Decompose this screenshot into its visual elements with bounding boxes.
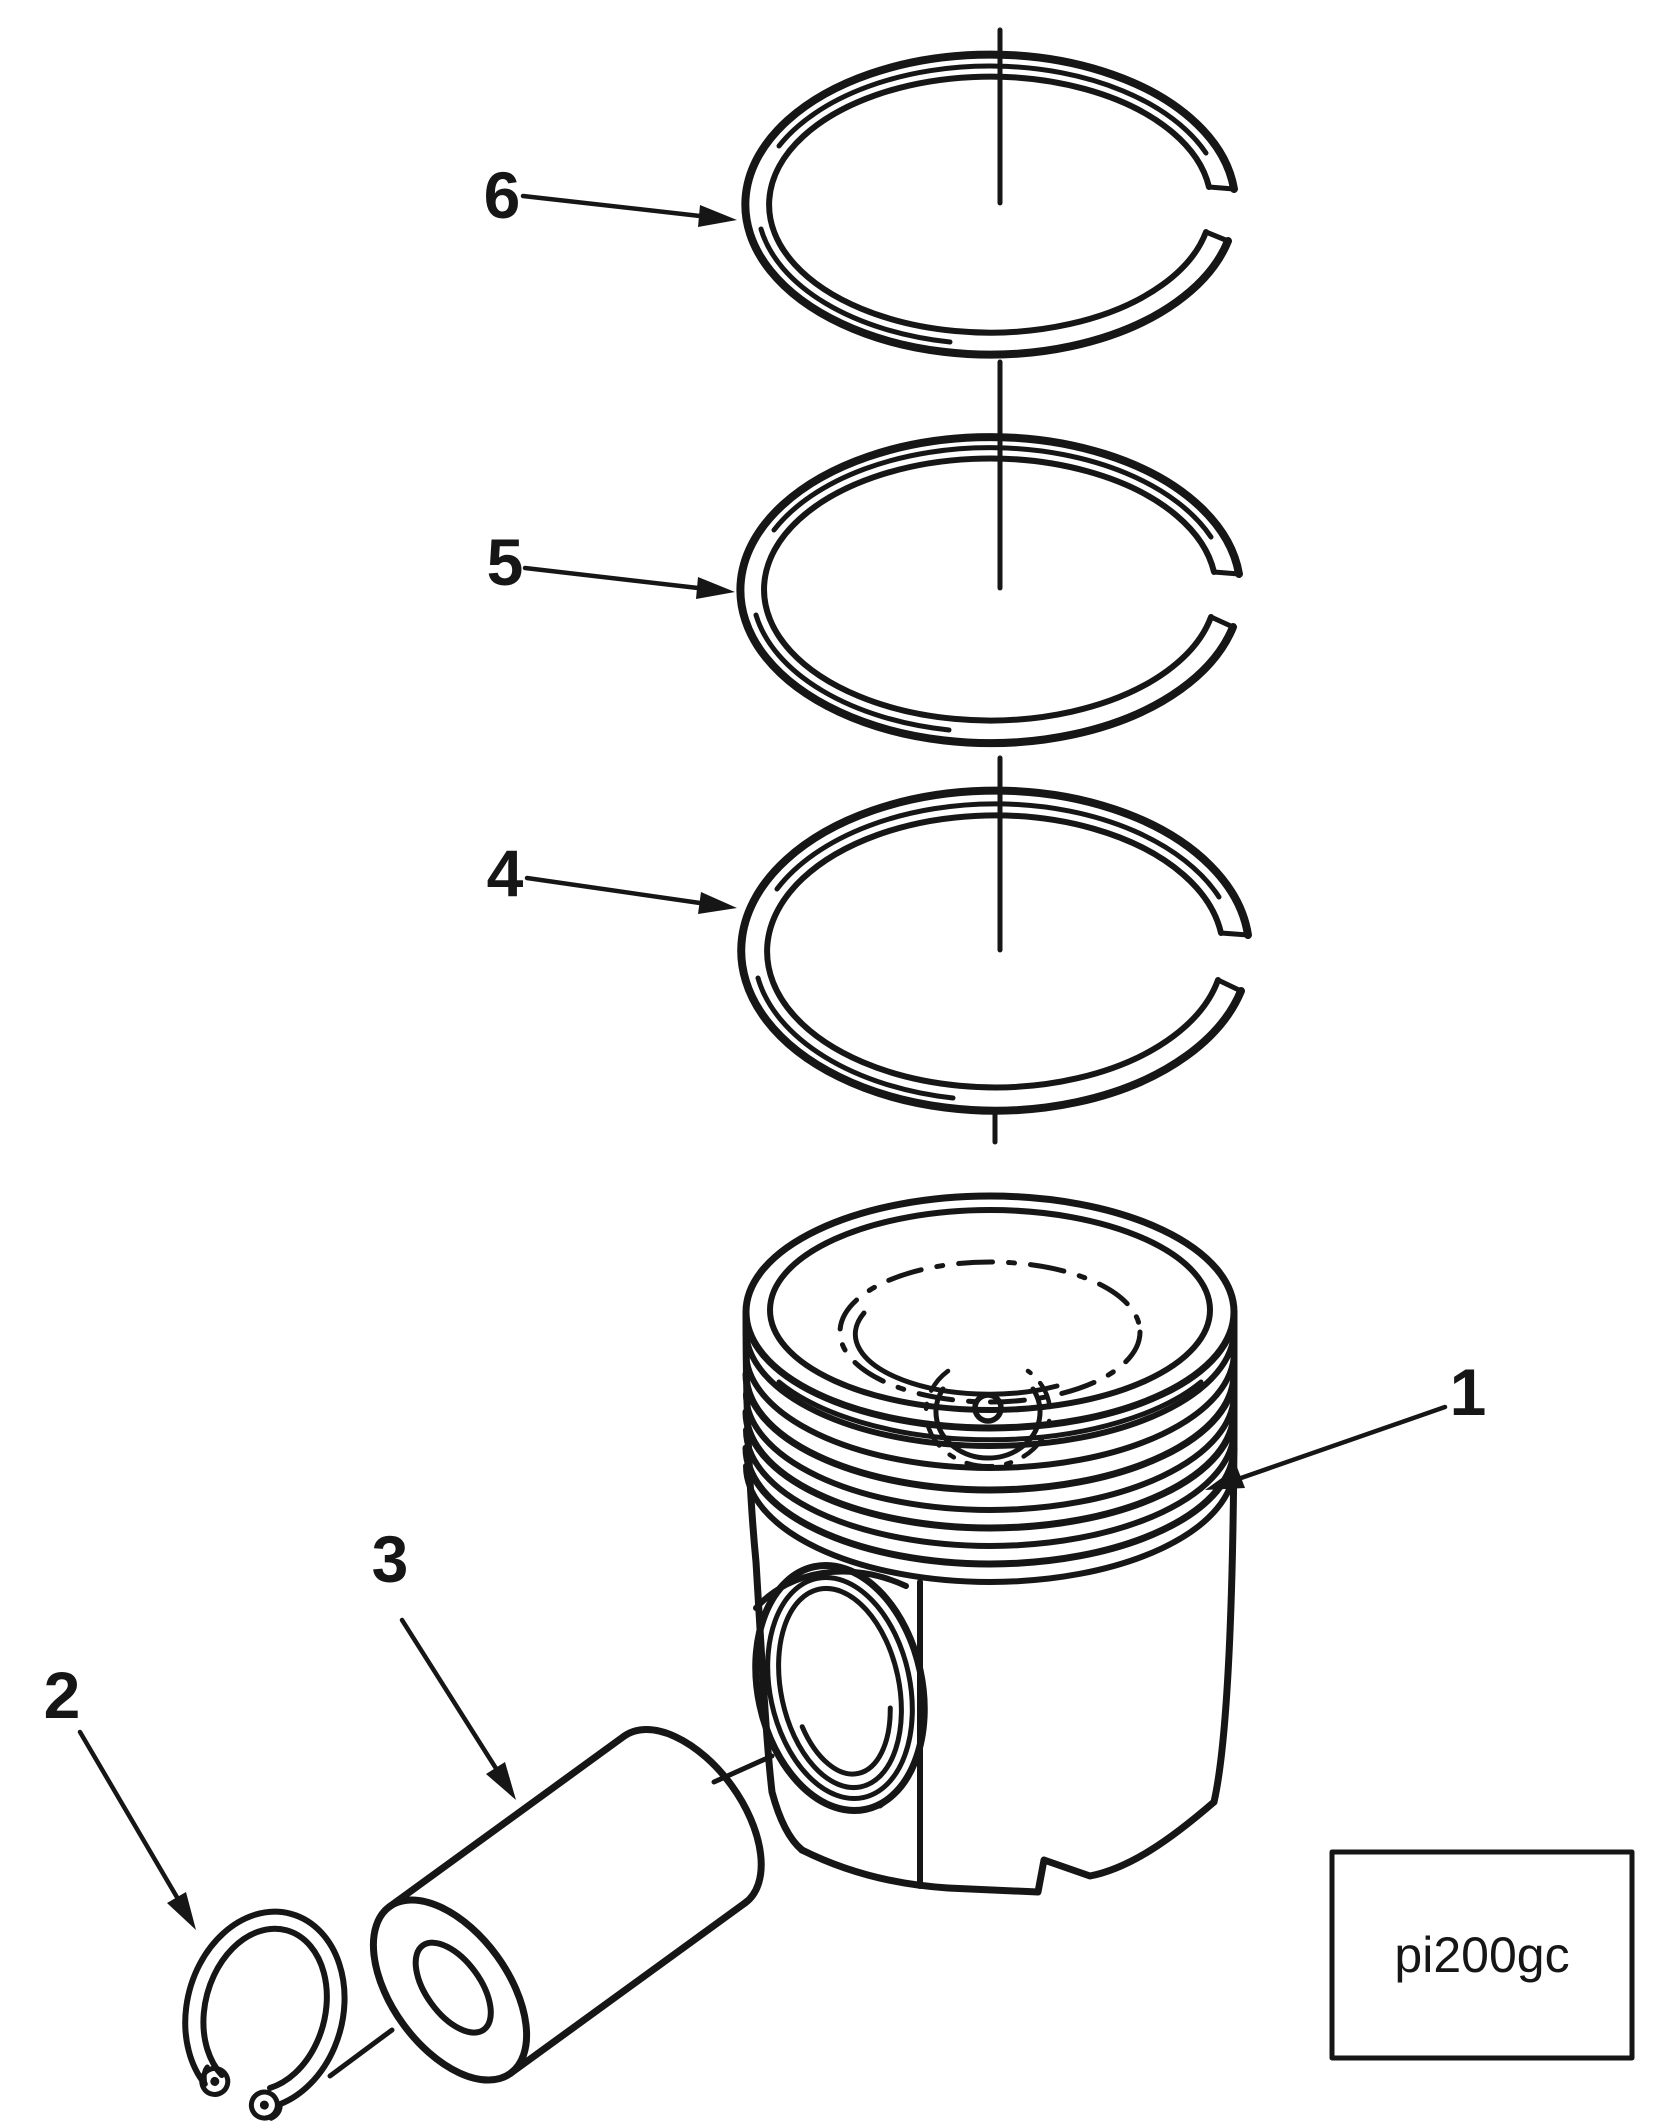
retaining-ring <box>182 1908 348 2121</box>
callout-label-5: 5 <box>487 525 524 599</box>
arrowhead-icon <box>1205 1467 1245 1490</box>
arrowhead-icon <box>698 892 737 914</box>
assembly-connector-lines <box>327 1753 775 2079</box>
callout-3-arrow <box>399 1617 516 1800</box>
arrowhead-icon <box>486 1762 516 1800</box>
retaining-ring-eyelet <box>248 2089 280 2121</box>
callout-labels: 6 5 4 1 3 2 <box>44 158 1487 1732</box>
arrowhead-icon <box>167 1892 196 1930</box>
ring-oil-control <box>737 786 1252 1115</box>
arrowhead-icon <box>696 577 735 599</box>
bowl-center-cone <box>972 1392 1004 1424</box>
ring-second-compression <box>736 433 1243 748</box>
arrowhead-icon <box>698 205 737 227</box>
piston-pin-bore <box>752 1562 928 1814</box>
combustion-bowl-hidden-line <box>837 1259 1143 1405</box>
callout-1-arrow <box>1205 1404 1448 1490</box>
figure-code-text: pi200gc <box>1394 1927 1569 1983</box>
callout-5-arrow <box>522 565 735 599</box>
callout-label-3: 3 <box>372 1522 409 1596</box>
callout-arrows <box>77 193 1448 1930</box>
piston-skirt-outline <box>742 1308 1238 1896</box>
callout-2-arrow <box>77 1729 196 1930</box>
callout-label-2: 2 <box>44 1658 81 1732</box>
callout-label-4: 4 <box>487 836 524 910</box>
pin-bore-hole <box>412 1939 494 2036</box>
ring-groove-belt <box>742 1327 1238 1585</box>
callout-6-arrow <box>520 193 737 227</box>
center-axis-line <box>992 27 1003 1145</box>
piston <box>742 1192 1238 1896</box>
callout-label-1: 1 <box>1450 1355 1487 1429</box>
figure-code-box: pi200gc <box>1329 1849 1635 2061</box>
callout-label-6: 6 <box>484 158 521 232</box>
callout-4-arrow <box>524 875 737 914</box>
pin-boss-blend-line <box>753 1568 909 1611</box>
ring-top-compression <box>741 50 1238 359</box>
piston-pin <box>369 1726 765 2084</box>
